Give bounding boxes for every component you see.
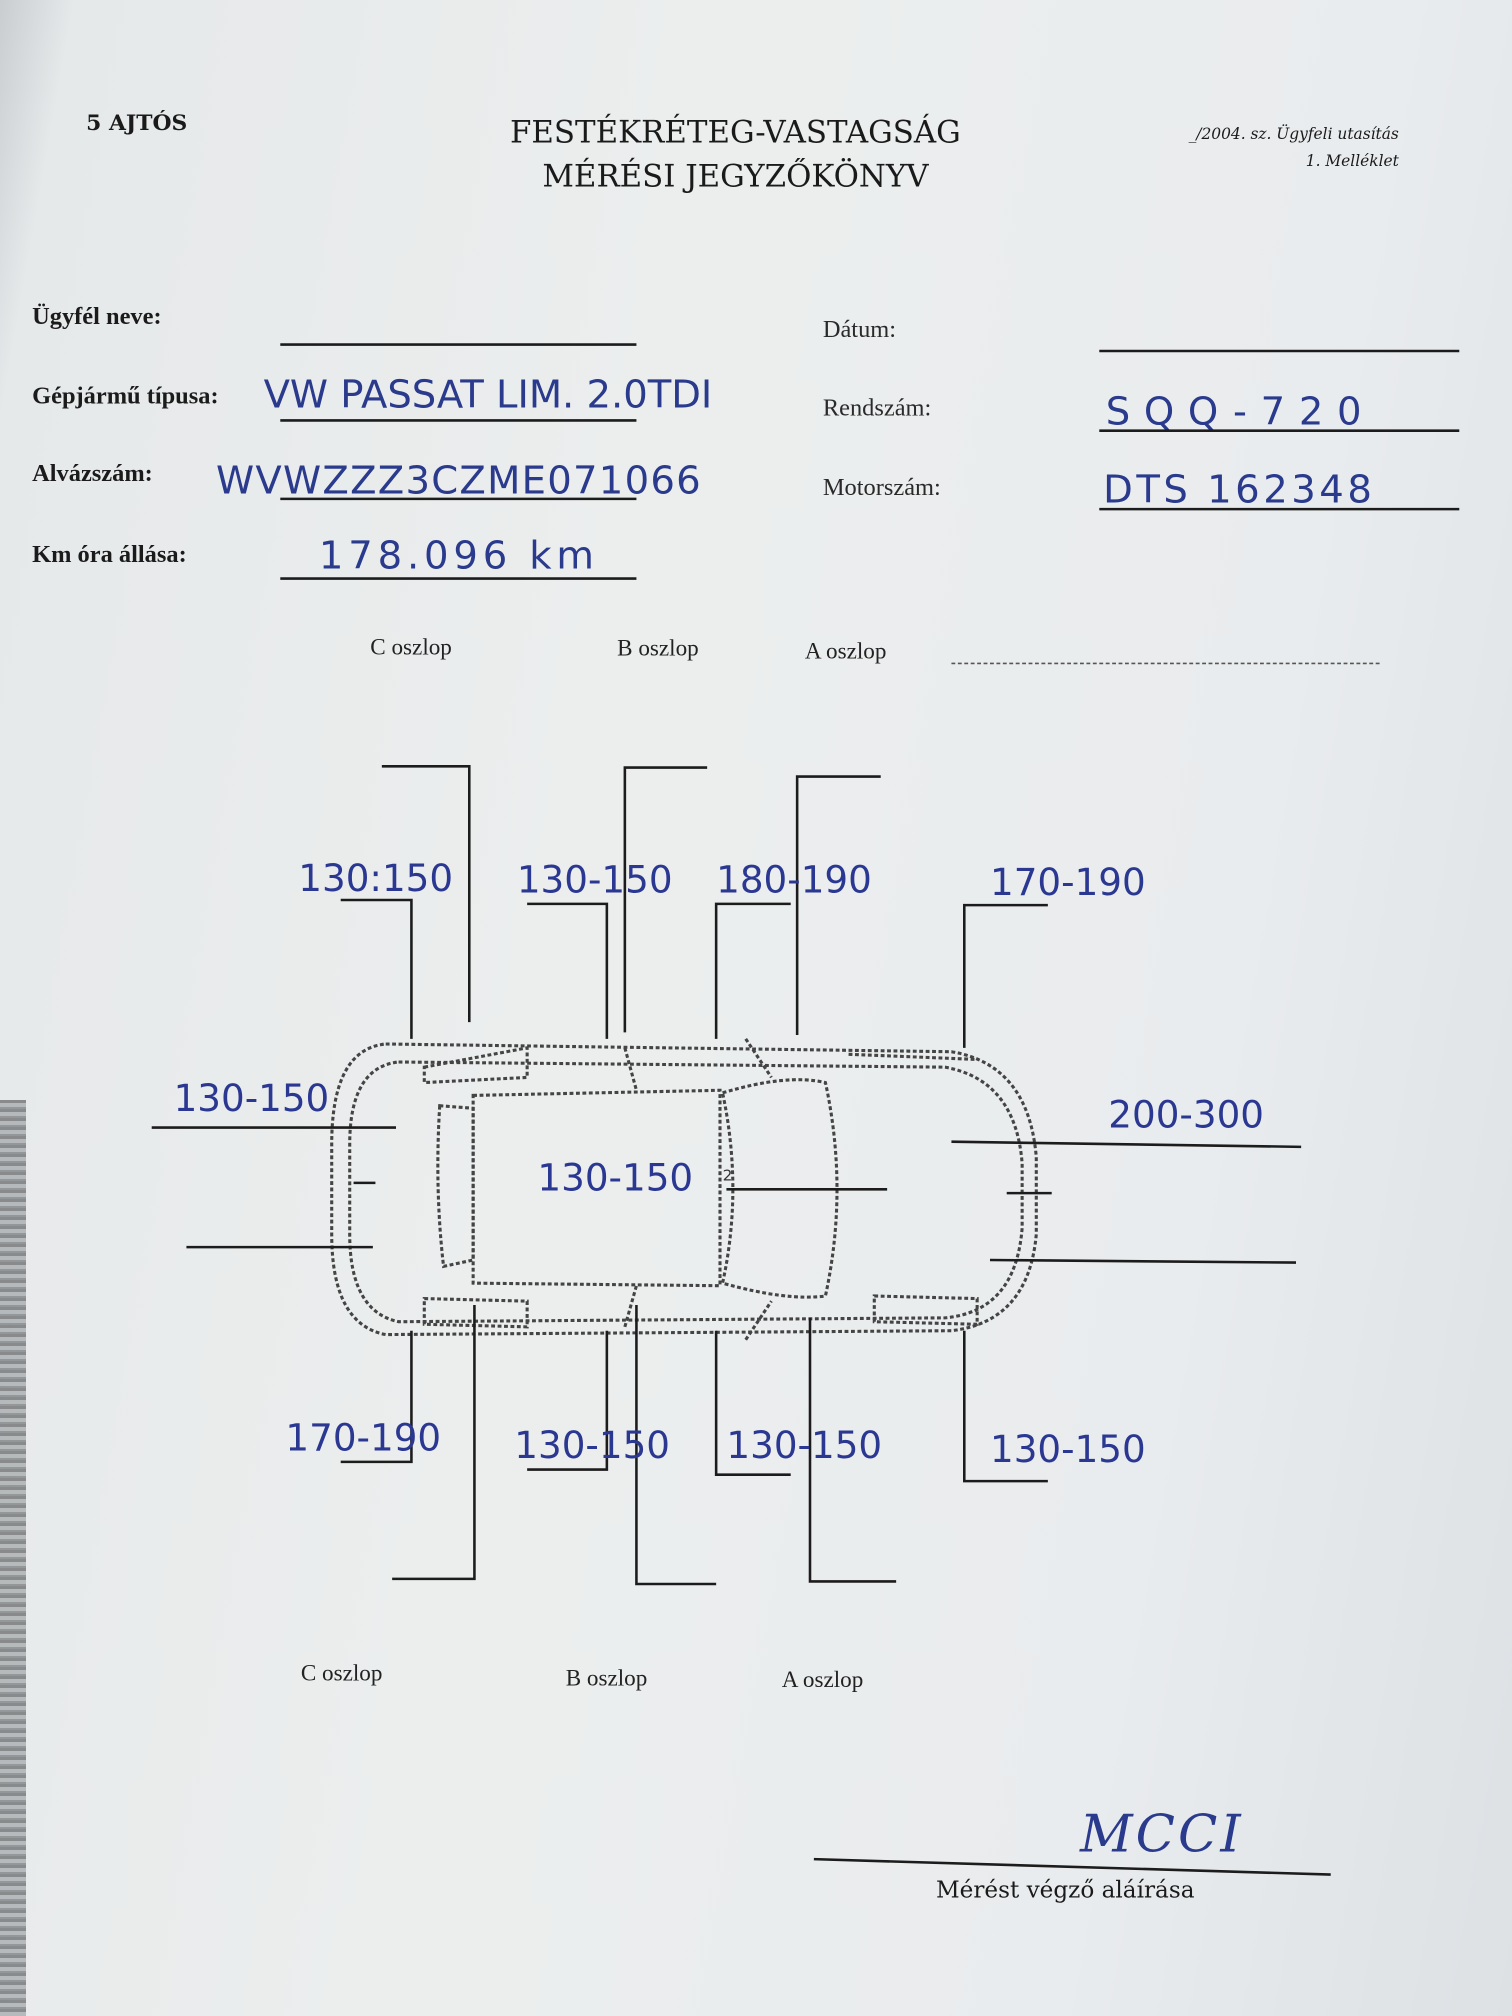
scan-edge-shadow: [0, 1100, 26, 2016]
car-top-view-diagram: 2: [330, 1038, 1038, 1341]
measurement-top-front-door: 180-190: [716, 857, 872, 901]
diagram-mark: 2: [723, 1166, 733, 1184]
measurement-top-rear-door: 130-150: [517, 857, 673, 901]
plate-value: SQQ-720: [1106, 389, 1363, 434]
date-label: Dátum:: [823, 316, 896, 343]
top-c-pillar-label: C oszlop: [370, 634, 452, 660]
signature-scrawl: MCCI: [1079, 1804, 1242, 1864]
measurement-bottom-rear-door: 130-150: [514, 1423, 670, 1467]
signature-label: Mérést végző aláírása: [936, 1878, 1195, 1904]
measurement-top-rear-fender: 130:150: [298, 856, 453, 900]
customer-label: Ügyfél neve:: [32, 303, 161, 330]
top-b-pillar-label: B oszlop: [617, 636, 699, 662]
leader-lines: [151, 765, 1302, 1586]
vehicle-type-value: VW PASSAT LIM. 2.0TDI: [264, 373, 714, 418]
chassis-value: WVWZZZ3CZME071066: [216, 459, 702, 504]
reference-text: _/2004. sz. Ügyfeli utasítás: [1189, 125, 1399, 143]
odometer-value: 178.096 km: [319, 533, 595, 578]
bottom-b-pillar-label: B oszlop: [566, 1666, 648, 1692]
measurement-hood: 200-300: [1108, 1093, 1264, 1137]
plate-label: Rendszám:: [823, 394, 931, 421]
page-subtitle: MÉRÉSI JEGYZŐKÖNYV: [542, 156, 929, 194]
engine-label: Motorszám:: [823, 474, 941, 501]
measurement-trunk: 130-150: [174, 1076, 330, 1120]
annex-text: 1. Melléklet: [1306, 152, 1400, 170]
doors-label: 5 AJTÓS: [86, 109, 187, 136]
engine-value: DTS 162348: [1103, 468, 1373, 513]
measurement-top-front-fender: 170-190: [990, 860, 1146, 904]
measurement-roof: 130-150: [537, 1156, 693, 1200]
measurement-bottom-rear-fender: 170-190: [285, 1415, 441, 1459]
top-a-pillar-label: A oszlop: [805, 638, 887, 664]
bottom-c-pillar-label: C oszlop: [301, 1660, 383, 1686]
page-title: FESTÉKRÉTEG-VASTAGSÁG: [510, 113, 961, 151]
measurement-bottom-front-fender: 130-150: [990, 1427, 1146, 1471]
measurement-bottom-front-door: 130-150: [726, 1423, 882, 1467]
vehicle-type-label: Gépjármű típusa:: [32, 383, 218, 410]
signature-line: [813, 1857, 1331, 1876]
chassis-label: Alvázszám:: [32, 460, 153, 487]
odometer-label: Km óra állása:: [32, 541, 187, 568]
bottom-a-pillar-label: A oszlop: [782, 1667, 864, 1693]
